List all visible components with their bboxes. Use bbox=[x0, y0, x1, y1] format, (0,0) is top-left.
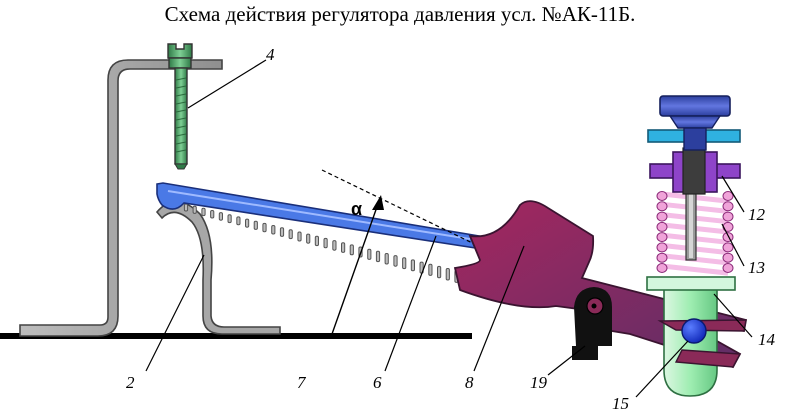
spring-coil bbox=[384, 253, 389, 265]
spring-coil bbox=[297, 231, 302, 242]
nut-part-12 bbox=[649, 147, 741, 195]
callout-6: 6 bbox=[373, 373, 382, 392]
pressure-spring-coil bbox=[656, 211, 668, 222]
spring-coil bbox=[367, 248, 372, 260]
spring-coil bbox=[192, 205, 197, 214]
spring-coil bbox=[183, 203, 189, 212]
pressure-spring-coil bbox=[722, 191, 734, 201]
frame-bracket bbox=[19, 59, 223, 337]
ball-part-15 bbox=[681, 318, 707, 344]
arch-support-part-2 bbox=[155, 200, 281, 335]
callout-4: 4 bbox=[266, 45, 275, 64]
pressure-spring-coil bbox=[722, 242, 734, 253]
spring-coil bbox=[253, 220, 258, 230]
spring-coil bbox=[341, 242, 346, 253]
callout-15: 15 bbox=[612, 394, 629, 411]
spring-coil bbox=[236, 216, 241, 226]
lever bbox=[156, 182, 486, 250]
spring-coil bbox=[210, 210, 215, 219]
base-plate bbox=[0, 333, 472, 339]
spring-coil bbox=[410, 259, 415, 272]
spring-coil bbox=[271, 225, 276, 235]
callout-lines bbox=[145, 59, 753, 398]
spring-coil bbox=[445, 268, 450, 281]
screw-part-4 bbox=[167, 43, 193, 170]
pressure-spring-coil bbox=[722, 252, 734, 263]
spring-coil bbox=[428, 263, 433, 276]
pressure-spring-coil bbox=[656, 263, 668, 273]
spring-coil bbox=[201, 207, 206, 217]
pressure-spring-coil bbox=[656, 252, 668, 263]
spring-coil bbox=[402, 257, 407, 270]
spring-coil bbox=[288, 229, 293, 240]
pressure-spring-coil bbox=[656, 191, 668, 201]
spring-coil bbox=[323, 237, 328, 249]
spring-coil bbox=[245, 218, 250, 228]
spring-coil bbox=[279, 227, 285, 237]
pressure-spring-coil bbox=[722, 263, 734, 273]
pressure-spring-band bbox=[661, 263, 729, 276]
angle-arrow bbox=[331, 195, 384, 335]
pressure-spring-coil bbox=[722, 201, 734, 212]
plate-slot-bar bbox=[657, 319, 747, 368]
spring-coil bbox=[393, 255, 398, 267]
spring-coil bbox=[314, 235, 319, 247]
spring-coil bbox=[349, 244, 354, 256]
spring-coil bbox=[375, 250, 381, 263]
callout-8: 8 bbox=[465, 373, 474, 392]
callout-14: 14 bbox=[758, 330, 776, 349]
spring-coil bbox=[437, 265, 442, 279]
spring-coil bbox=[306, 233, 311, 244]
diagram-title: Схема действия регулятора давления усл. … bbox=[164, 2, 636, 26]
pressure-spring-coil bbox=[656, 232, 668, 243]
spring-coil bbox=[218, 212, 224, 221]
adjuster-knob bbox=[659, 95, 731, 151]
pressure-spring-coil bbox=[722, 211, 734, 222]
angle-label: α bbox=[351, 199, 362, 219]
pressure-spring-coil bbox=[656, 221, 668, 232]
spring-coil bbox=[227, 214, 232, 224]
callout-13: 13 bbox=[748, 258, 765, 277]
spring-coil bbox=[262, 222, 267, 233]
callout-2: 2 bbox=[126, 373, 135, 392]
pressure-spring-coil bbox=[722, 232, 734, 243]
callout-12: 12 bbox=[748, 205, 766, 224]
spring-coil bbox=[332, 240, 337, 251]
pressure-spring-coil bbox=[656, 201, 668, 212]
callout-19: 19 bbox=[530, 373, 548, 392]
callout-7: 7 bbox=[297, 373, 307, 392]
pressure-spring-coil bbox=[656, 242, 668, 253]
pivot-support-part-19 bbox=[572, 287, 612, 360]
